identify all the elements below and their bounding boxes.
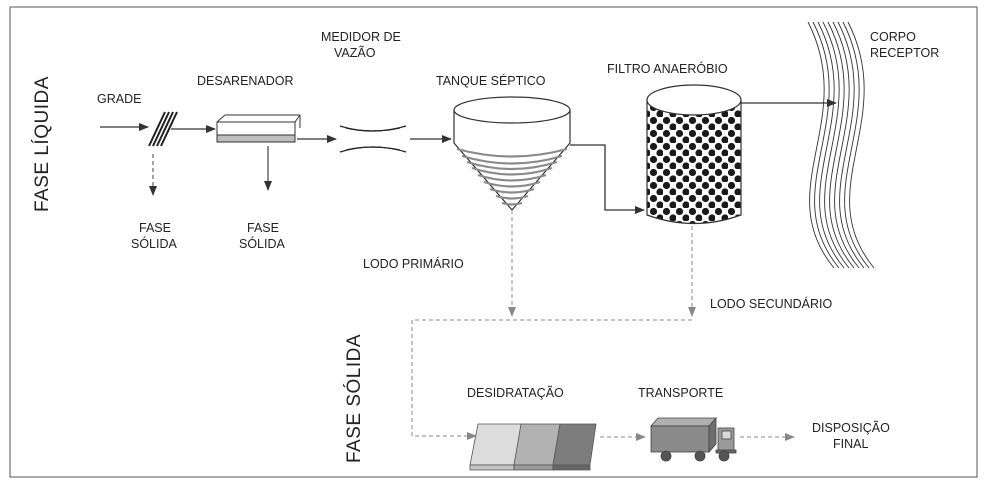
disposicao-label-line2: FINAL bbox=[833, 437, 868, 451]
receiving-water-body-icon bbox=[807, 21, 875, 269]
corpo-label-line1: CORPO bbox=[870, 30, 916, 44]
dehydration-blocks-icon bbox=[469, 423, 597, 471]
anaerobic-filter-icon bbox=[646, 84, 742, 225]
fase-solida-2-line1: FASE bbox=[247, 221, 279, 235]
septic-tank-icon bbox=[453, 96, 571, 211]
desarenador-label: DESARENADOR bbox=[197, 74, 294, 88]
disposicao-label-line1: DISPOSIÇÃO bbox=[812, 421, 890, 435]
desarenador-icon bbox=[216, 114, 301, 143]
grade-screen-icon bbox=[148, 111, 178, 147]
fase-solida-1-line2: SÓLIDA bbox=[131, 236, 178, 251]
lodo-secundario-label: LODO SECUNDÁRIO bbox=[710, 296, 833, 311]
fase-solida-1-line1: FASE bbox=[139, 221, 171, 235]
tanque-label: TANQUE SÉPTICO bbox=[436, 73, 546, 88]
lodo-primario-label: LODO PRIMÁRIO bbox=[363, 256, 464, 271]
tanque-to-filtro-arrow bbox=[570, 144, 645, 214]
sludge-collector-line bbox=[411, 319, 692, 440]
diagram-frame bbox=[9, 6, 978, 478]
transporte-label: TRANSPORTE bbox=[638, 386, 723, 400]
desidratacao-label: DESIDRATAÇÃO bbox=[467, 386, 564, 400]
flow-meter-icon bbox=[339, 125, 407, 153]
liquid-phase-label: FASE LÍQUIDA bbox=[32, 76, 53, 212]
solid-phase-label: FASE SÓLIDA bbox=[343, 334, 365, 463]
medidor-label-line2: VAZÃO bbox=[334, 46, 376, 60]
corpo-label-line2: RECEPTOR bbox=[870, 46, 939, 60]
medidor-label-line1: MEDIDOR DE bbox=[321, 30, 401, 44]
filtro-label: FILTRO ANAERÓBIO bbox=[607, 61, 728, 76]
truck-icon bbox=[650, 416, 737, 462]
fase-solida-2-line2: SÓLIDA bbox=[239, 236, 286, 251]
grade-label: GRADE bbox=[97, 92, 141, 106]
